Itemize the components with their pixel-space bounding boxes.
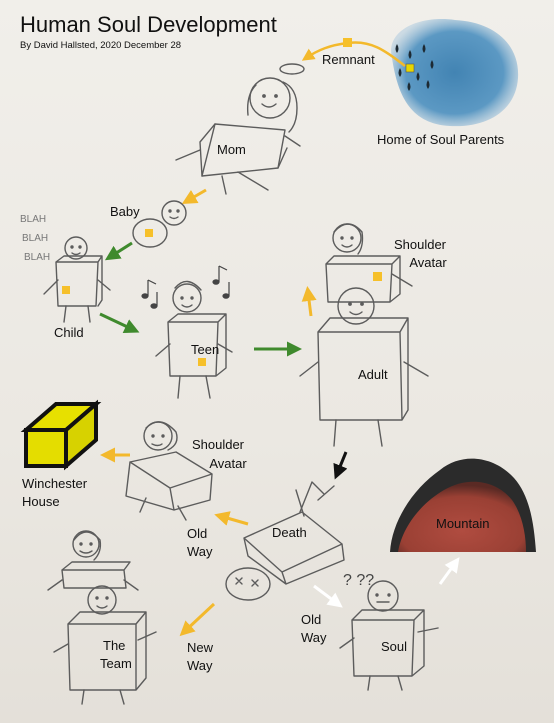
soul-square-remnant bbox=[343, 38, 352, 47]
shoulder-avatar-top-label-2: Avatar bbox=[409, 255, 447, 270]
soul-label: Soul bbox=[381, 639, 408, 654]
shoulder-avatar-top-label-1: Shoulder bbox=[393, 237, 447, 252]
home-of-soul-parents-label: Home of Soul Parents bbox=[377, 132, 505, 147]
death-to-new-way-arrow bbox=[179, 602, 216, 637]
adult-to-avatar-arrow bbox=[301, 286, 317, 317]
soul-square-home bbox=[405, 63, 415, 73]
child-label: Child bbox=[54, 325, 84, 340]
mom-to-baby-arrow bbox=[181, 188, 207, 205]
shoulder-avatar-bottom-label-2: Avatar bbox=[209, 456, 247, 471]
winchester-house-label-2: House bbox=[22, 494, 60, 509]
adult-figure bbox=[299, 223, 429, 447]
winchester-house-label-1: Winchester bbox=[22, 476, 88, 491]
soul-square-child bbox=[62, 286, 70, 294]
soul-parent-drops bbox=[395, 44, 434, 91]
winchester-house-icon bbox=[20, 399, 102, 471]
home-of-soul-parents-blob bbox=[391, 19, 519, 127]
new-way-label-2: Way bbox=[187, 658, 213, 673]
blah-1: BLAH bbox=[20, 214, 47, 225]
blah-2: BLAH bbox=[22, 233, 49, 244]
mom-label: Mom bbox=[217, 142, 246, 157]
death-to-old-way-arrow bbox=[214, 511, 249, 526]
the-team-label-1: The bbox=[103, 638, 126, 653]
shoulder-avatar-bottom-label-1: Shoulder bbox=[191, 437, 245, 452]
death-figure bbox=[225, 481, 345, 601]
old-way-left-label-2: Way bbox=[187, 544, 213, 559]
baby-figure bbox=[132, 200, 187, 248]
soul-to-mountain-arrow bbox=[438, 557, 460, 585]
question-marks: ? ?? bbox=[343, 572, 375, 589]
teen-figure bbox=[155, 280, 233, 399]
the-team-label-2: Team bbox=[100, 656, 132, 671]
adult-label: Adult bbox=[358, 367, 388, 382]
old-way-left-label-1: Old bbox=[187, 526, 208, 541]
mountain-label: Mountain bbox=[436, 516, 490, 531]
child-to-teen-arrow bbox=[99, 312, 140, 333]
teen-label: Teen bbox=[191, 342, 220, 357]
byline: By David Hallsted, 2020 December 28 bbox=[20, 40, 182, 51]
old-way-right-label-1: Old bbox=[301, 612, 322, 627]
soul-square-adult bbox=[373, 272, 382, 281]
new-way-label-1: New bbox=[187, 640, 214, 655]
soul-square-baby bbox=[145, 229, 153, 237]
remnant-label: Remnant bbox=[322, 52, 375, 67]
soul-square-teen bbox=[198, 358, 206, 366]
baby-label: Baby bbox=[110, 204, 140, 219]
old-way-right-label-2: Way bbox=[301, 630, 327, 645]
soul-figure bbox=[339, 580, 439, 691]
music-notes-icon bbox=[141, 265, 230, 309]
mom-figure bbox=[175, 63, 305, 195]
adult-to-death-arrow bbox=[333, 451, 348, 480]
baby-to-child-arrow bbox=[104, 241, 133, 261]
the-team-figure bbox=[47, 530, 157, 705]
death-label: Death bbox=[272, 525, 307, 540]
shoulder-avatar-lower-figure bbox=[125, 421, 213, 521]
blah-3: BLAH bbox=[24, 252, 51, 263]
diagram-title: Human Soul Development bbox=[20, 12, 277, 37]
death-to-soul-arrow bbox=[313, 584, 343, 608]
child-figure bbox=[43, 236, 111, 323]
mountain-shape bbox=[390, 458, 536, 552]
